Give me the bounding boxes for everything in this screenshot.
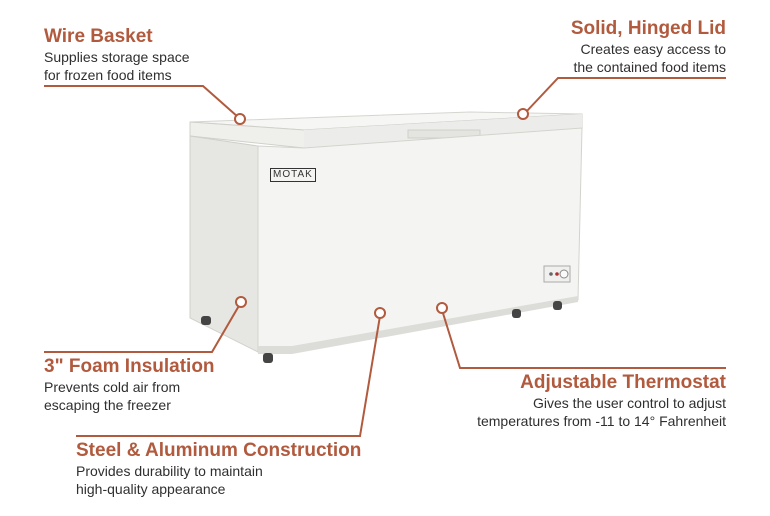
foam-title: 3" Foam Insulation (44, 356, 215, 377)
lid-marker (517, 108, 529, 120)
lid-desc-line-1: Creates easy access to (580, 41, 726, 57)
wire-basket-title: Wire Basket (44, 26, 153, 47)
thermostat-desc-line-2: temperatures from -11 to 14° Fahrenheit (477, 413, 726, 429)
thermostat-leader (441, 309, 726, 369)
construction-desc-line-2: high-quality appearance (76, 481, 226, 497)
lid-title: Solid, Hinged Lid (570, 18, 726, 39)
foam-desc-line-1: Prevents cold air from (44, 379, 181, 395)
wire-basket-leader (44, 85, 239, 118)
construction-desc-line-1: Provides durability to maintain (76, 463, 263, 479)
brand-label: MOTAK (270, 168, 316, 182)
thermostat-marker (436, 302, 448, 314)
construction-leader (76, 315, 381, 437)
freezer-body-side (189, 135, 259, 353)
foam-desc-line-2: escaping the freezer (44, 397, 171, 413)
lid-desc-line-2: the contained food items (573, 59, 726, 75)
thermostat-desc-line-1: Gives the user control to adjust (533, 395, 726, 411)
foam-marker (235, 296, 247, 308)
construction-title: Steel & Aluminum Construction (76, 440, 362, 461)
caster-wheels (201, 301, 562, 363)
foam-leader (44, 303, 241, 353)
wire-basket-desc-line-1: Supplies storage space (44, 49, 190, 65)
wire-basket-marker (234, 113, 246, 125)
wire-basket-desc-line-2: for frozen food items (44, 67, 172, 83)
construction-marker (374, 307, 386, 319)
lid-leader (525, 77, 726, 113)
thermostat-title: Adjustable Thermostat (520, 372, 726, 393)
freezer-body-front (257, 127, 583, 353)
